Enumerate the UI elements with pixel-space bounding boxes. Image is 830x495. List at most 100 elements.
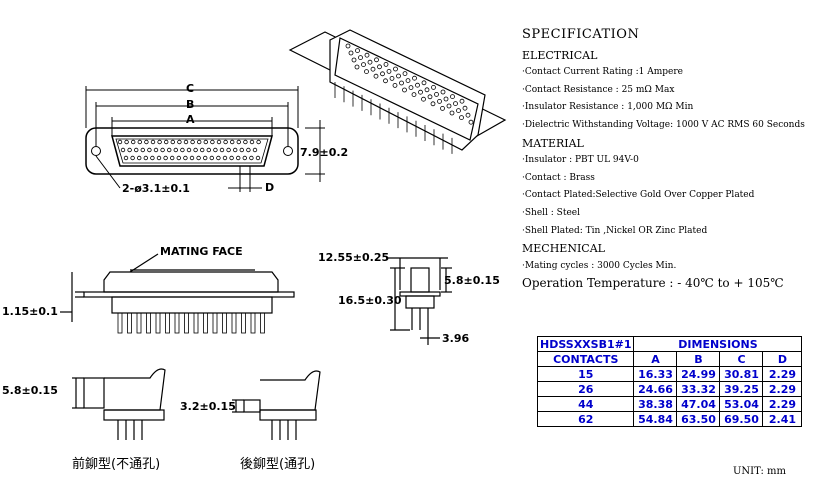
- spec-title: SPECIFICATION: [522, 27, 640, 42]
- pin-hole: [180, 147, 185, 153]
- pin-hole: [449, 110, 455, 116]
- pin-hole: [421, 96, 426, 102]
- dim-label-d: D: [265, 181, 275, 194]
- cell-b: 47.04: [676, 396, 721, 412]
- pin-hole: [364, 52, 370, 58]
- pin-hole: [239, 147, 244, 153]
- dim-label-front-type: 5.8±0.15: [2, 384, 58, 397]
- cell-d: 2.41: [762, 411, 803, 427]
- pin-hole: [219, 147, 225, 153]
- pin-hole: [127, 147, 132, 153]
- pin-hole: [183, 139, 189, 145]
- cell-b: 63.50: [676, 411, 721, 427]
- pin: [136, 312, 142, 334]
- pin-hole: [392, 83, 398, 88]
- cell-d: 2.29: [762, 396, 803, 412]
- pin: [203, 312, 208, 334]
- pin-hole: [430, 101, 436, 107]
- pin-hole: [226, 147, 231, 153]
- pin-hole: [143, 155, 148, 161]
- cell-contacts: 15: [536, 366, 635, 382]
- pin-hole: [235, 155, 241, 161]
- pin-hole: [427, 94, 433, 100]
- cell-b: 24.99: [676, 366, 721, 382]
- pin-hole: [203, 139, 208, 145]
- pin-hole: [446, 103, 452, 109]
- pin: [146, 312, 151, 334]
- pin-hole: [153, 147, 159, 153]
- pin-hole: [150, 139, 156, 145]
- pin-hole: [389, 76, 395, 81]
- pin-hole: [380, 71, 385, 77]
- pin-hole: [456, 108, 461, 113]
- cell-a: 16.33: [633, 366, 678, 382]
- pin-hole: [434, 92, 439, 97]
- pin-hole: [216, 139, 222, 145]
- pin-hole: [163, 139, 169, 145]
- pin-hole: [255, 155, 261, 161]
- material-item: ·Contact Plated:Selective Gold Over Copp…: [522, 190, 755, 201]
- pin-hole: [236, 139, 241, 145]
- dimensions-table: HDSSXXSB1#1 DIMENSIONS CONTACTS A B C D …: [536, 336, 803, 427]
- pin: [117, 312, 123, 334]
- col-header-c: C: [719, 351, 764, 367]
- pin-hole: [189, 155, 195, 161]
- pin: [241, 312, 246, 334]
- pin-hole: [383, 62, 389, 67]
- col-header-a: A: [633, 351, 678, 367]
- pin-hole: [377, 64, 382, 70]
- pin: [250, 312, 256, 334]
- pin-hole: [374, 57, 379, 63]
- cell-d: 2.29: [762, 381, 803, 397]
- table-subheader-row: CONTACTS A B C D: [536, 351, 803, 367]
- pin-hole: [373, 73, 379, 79]
- pin-hole: [440, 106, 445, 111]
- pin-hole: [421, 80, 427, 86]
- pin: [212, 312, 218, 334]
- pin: [127, 312, 132, 334]
- pin-hole: [186, 147, 192, 153]
- cell-contacts: 44: [536, 396, 635, 412]
- pin-hole: [252, 147, 258, 153]
- pin-hole: [383, 78, 388, 84]
- material-item: ·Shell : Steel: [522, 207, 580, 218]
- dim-label-b: B: [186, 98, 195, 111]
- pin-hole: [173, 147, 178, 153]
- pin-hole: [402, 87, 407, 93]
- pin-hole: [137, 139, 142, 145]
- pin-hole: [160, 147, 165, 153]
- rear-type-caption: 後鉚型(通孔): [240, 457, 316, 472]
- pin-hole: [249, 139, 255, 145]
- pin-hole: [147, 147, 152, 153]
- pin-hole: [405, 78, 411, 83]
- pin-hole: [355, 48, 360, 53]
- cell-contacts: 26: [536, 381, 635, 397]
- pin-hole: [345, 43, 351, 49]
- pin-hole: [361, 62, 366, 67]
- cell-c: 69.50: [719, 411, 764, 427]
- table-header-row: HDSSXXSB1#1 DIMENSIONS: [536, 336, 803, 352]
- pin-hole: [459, 98, 465, 104]
- table-row: 62 54.84 63.50 69.50 2.41: [536, 411, 803, 427]
- pin-hole: [408, 85, 414, 90]
- material-item: ·Insulator : PBT UL 94V-0: [522, 155, 639, 166]
- pin-hole: [424, 87, 430, 93]
- dim-label-height-front: 7.9±0.2: [300, 146, 349, 159]
- pin-hole: [190, 139, 195, 145]
- side-profile-drawing: [60, 253, 295, 334]
- pin: [260, 312, 265, 334]
- dim-label-a: A: [186, 113, 195, 126]
- front-rivet-drawing: [72, 368, 166, 440]
- pin-hole: [177, 139, 182, 145]
- pin-hole: [223, 139, 228, 145]
- pin-hole: [393, 66, 398, 72]
- cell-c: 39.25: [719, 381, 764, 397]
- electrical-heading: ELECTRICAL: [522, 48, 598, 62]
- pin-hole: [210, 139, 215, 145]
- cell-c: 53.04: [719, 396, 764, 412]
- table-row: 44 38.38 47.04 53.04 2.29: [536, 396, 803, 412]
- pin-hole: [133, 147, 139, 153]
- electrical-item: ·Insulator Resistance : 1,000 MΩ Min: [522, 102, 694, 113]
- dim-label-hole: 2-ø3.1±0.1: [122, 182, 190, 195]
